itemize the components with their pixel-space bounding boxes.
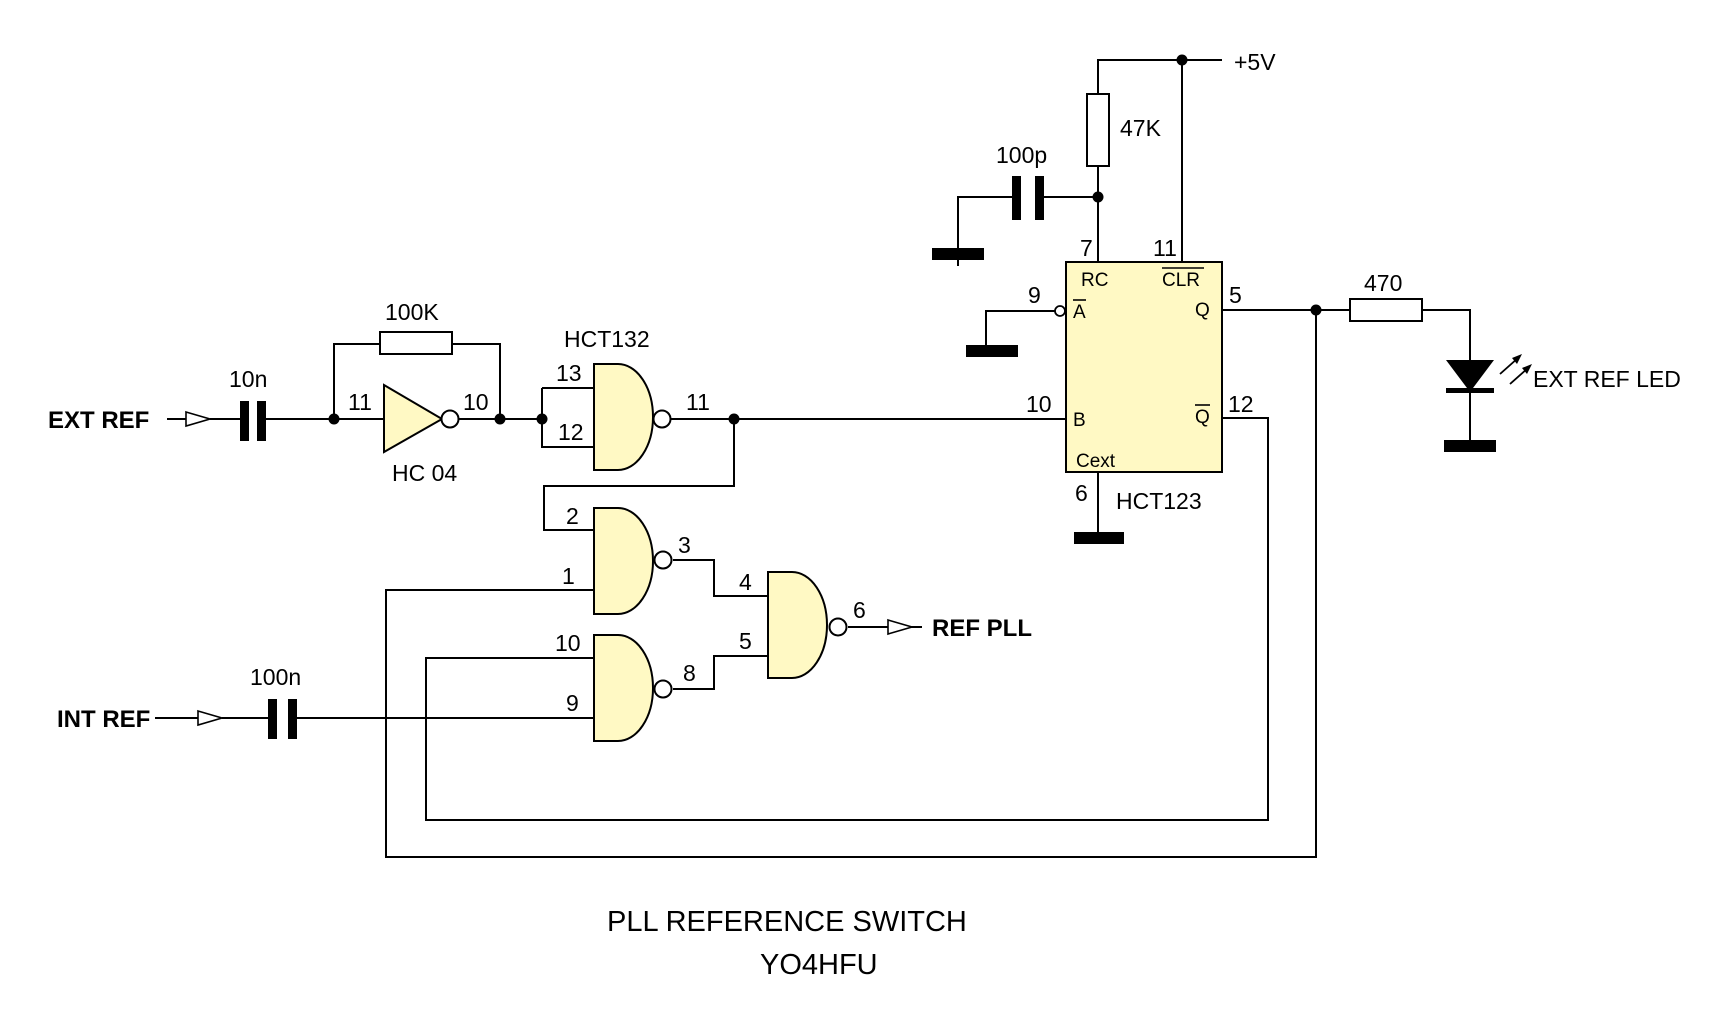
hct132-label: HCT132 [564, 326, 650, 352]
pin-number: 9 [1028, 282, 1041, 308]
pin-number: 2 [566, 503, 579, 529]
junctions [328, 54, 1322, 425]
pin-number: 3 [678, 532, 691, 558]
pin-number: 12 [558, 419, 584, 445]
ext-ref-port-arrow [185, 410, 213, 428]
res-470-label: 470 [1364, 270, 1402, 296]
pin-number: 13 [556, 360, 582, 386]
pin-label-cext: Cext [1076, 451, 1116, 472]
pin-number: 9 [566, 690, 579, 716]
pin-label-rc: RC [1081, 270, 1108, 291]
diagram-title: PLL REFERENCE SWITCH [607, 906, 967, 938]
junction-dot [494, 413, 506, 425]
led-label: EXT REF LED [1533, 366, 1681, 392]
pin-number: 6 [1075, 480, 1088, 506]
nand-gate-3 [593, 634, 673, 742]
pin-number: 4 [739, 569, 752, 595]
monostable-hct123: RC CLR A B Q Q Cext [1054, 261, 1223, 473]
pin-number: 1 [562, 563, 575, 589]
pin-number: 11 [348, 389, 372, 415]
pin-label-qbar: Q [1195, 407, 1210, 428]
pin-number: 11 [1153, 235, 1177, 261]
nand-gate-1 [593, 363, 672, 471]
int-ref-label: INT REF [57, 706, 150, 733]
capacitor-10n [240, 401, 266, 441]
cap-10n-label: 10n [229, 366, 267, 392]
junction-dot [536, 413, 548, 425]
pin-label-clr: CLR [1162, 270, 1200, 291]
ref-pll-port-arrow [887, 618, 915, 636]
pin-label-a: A [1073, 302, 1086, 323]
pin-number: 12 [1228, 391, 1254, 417]
res-47k-label: 47K [1120, 115, 1162, 141]
pin-label-q: Q [1195, 300, 1210, 321]
int-ref-port-arrow [197, 709, 225, 727]
pin-number: 5 [1229, 282, 1242, 308]
supply-label: +5V [1234, 49, 1276, 75]
pin-label-b: B [1073, 410, 1086, 431]
pin-number: 10 [1026, 391, 1052, 417]
junction-dot [728, 413, 740, 425]
inverter-hc04 [383, 383, 460, 454]
pin-number: 10 [555, 630, 581, 656]
pin-number: 8 [683, 660, 696, 686]
pin-number: 11 [686, 389, 710, 415]
ground-symbol [1074, 532, 1124, 544]
junction-dot [1092, 191, 1104, 203]
diagram-author: YO4HFU [760, 949, 878, 981]
junction-dot [1176, 54, 1188, 66]
ground-symbol [932, 248, 984, 260]
junction-dot [328, 413, 340, 425]
pin-number: 6 [853, 597, 866, 623]
ext-ref-label: EXT REF [48, 407, 149, 434]
ground-symbol [1444, 440, 1496, 452]
nand-gate-4 [767, 571, 848, 679]
pin-number: 7 [1080, 235, 1093, 261]
resistor-47k [1086, 93, 1110, 167]
wires [155, 59, 1471, 858]
cap-100n-label: 100n [250, 664, 301, 690]
cap-100p-label: 100p [996, 142, 1047, 168]
junction-dot [1310, 304, 1322, 316]
led-symbol [1446, 354, 1532, 393]
ground-symbol [966, 345, 1018, 357]
inverter-label: HC 04 [392, 460, 457, 486]
resistor-100k [379, 331, 453, 355]
capacitor-100n [268, 699, 297, 739]
nand-gate-2 [593, 507, 673, 615]
res-100k-label: 100K [385, 299, 439, 325]
pin-number: 10 [463, 389, 489, 415]
pin-number: 5 [739, 628, 752, 654]
hct123-label: HCT123 [1116, 488, 1202, 514]
ref-pll-label: REF PLL [932, 615, 1032, 642]
capacitor-100p [1012, 176, 1044, 220]
resistor-470 [1349, 298, 1423, 322]
